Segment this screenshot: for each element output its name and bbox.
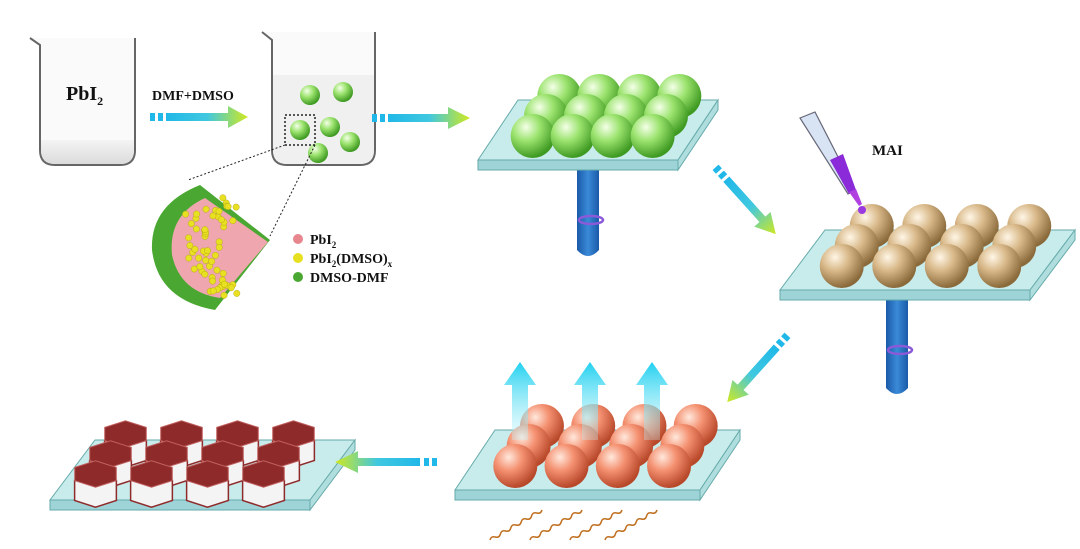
pipette-mai: MAI: [800, 112, 903, 214]
pbi2-dmso-particle: [188, 220, 194, 226]
legend-label: PbI2(DMSO)x: [310, 252, 393, 269]
sphere: [545, 444, 589, 488]
pbi2-dmso-particle: [187, 242, 193, 248]
heat-icon: [489, 509, 657, 542]
sphere: [320, 117, 340, 137]
spin-chuck: [577, 160, 599, 256]
pbi2-dmso-particle: [185, 235, 191, 241]
micelle-hemisphere: [152, 185, 270, 310]
pbi2-dmso-particle: [218, 216, 224, 222]
substrate-edge: [455, 490, 700, 500]
pbi2-dmso-particle: [202, 257, 208, 263]
legend-label: DMSO-DMF: [310, 271, 389, 286]
pbi2-dmso-particle: [197, 263, 203, 269]
pbi2-dmso-particle: [221, 281, 227, 287]
pbi2-dmso-particle: [234, 290, 240, 296]
pbi2-dmso-particle: [214, 267, 220, 273]
arrow-to-mai: [707, 160, 784, 242]
sphere: [872, 244, 916, 288]
pbi2-dmso-particle: [186, 255, 192, 261]
sphere: [300, 85, 320, 105]
pbi2-dmso-particle: [220, 270, 226, 276]
pbi2-dmso-particle: [182, 211, 188, 217]
sphere: [977, 244, 1021, 288]
pbi2-dmso-particle: [216, 244, 222, 250]
spin-chuck: [886, 290, 908, 394]
beaker-pbi2: PbI2: [30, 38, 135, 165]
pbi2-dmso-particle: [220, 195, 226, 201]
substrate-hexagonal-film: [50, 421, 355, 510]
sphere: [340, 132, 360, 152]
pbi2-dmso-particle: [212, 252, 218, 258]
legend-label: PbI2: [310, 233, 337, 250]
legend-swatch: [293, 234, 303, 244]
pbi2-dmso-particle: [210, 288, 216, 294]
pbi2-dmso-particle: [209, 278, 215, 284]
pbi2-dmso-particle: [209, 258, 215, 264]
legend: PbI2PbI2(DMSO)xDMSO-DMF: [293, 233, 393, 286]
sphere: [511, 114, 555, 158]
pbi2-dmso-particle: [221, 292, 227, 298]
pbi2-dmso-particle: [228, 285, 234, 291]
pbi2-dmso-particle: [233, 204, 239, 210]
pbi2-dmso-particle: [230, 217, 236, 223]
pbi2-dmso-particle: [193, 211, 199, 217]
pbi2-dmso-particle: [191, 266, 197, 272]
sphere: [596, 444, 640, 488]
pbi2-dmso-particle: [204, 247, 210, 253]
substrate-green-spheres: [478, 74, 718, 256]
sphere: [925, 244, 969, 288]
sphere: [591, 114, 635, 158]
pbi2-dmso-particle: [202, 226, 208, 232]
arrow-to-anneal: [719, 328, 796, 410]
substrate-edge: [478, 160, 678, 170]
substrate-tan-spheres: [780, 204, 1075, 394]
pbi2-dmso-particle: [225, 203, 231, 209]
pbi2-dmso-particle: [196, 255, 202, 261]
sphere: [333, 82, 353, 102]
pbi2-dmso-particle: [216, 208, 222, 214]
sphere: [551, 114, 595, 158]
sphere: [647, 444, 691, 488]
sphere: [290, 120, 310, 140]
pbi2-dmso-particle: [210, 213, 216, 219]
sphere: [820, 244, 864, 288]
substrate-edge: [780, 290, 1030, 300]
pbi2-dmso-particle: [202, 271, 208, 277]
arrow-label-dmf-dmso: DMF+DMSO: [152, 89, 234, 104]
mai-label: MAI: [872, 143, 903, 159]
legend-swatch: [293, 253, 303, 263]
pbi2-dmso-particle: [203, 206, 209, 212]
arrow-spin-coat: [372, 107, 470, 129]
pbi2-dmso-particle: [193, 226, 199, 232]
sphere: [493, 444, 537, 488]
arrow-dissolve: DMF+DMSO: [150, 89, 248, 128]
sphere: [631, 114, 675, 158]
legend-swatch: [293, 272, 303, 282]
